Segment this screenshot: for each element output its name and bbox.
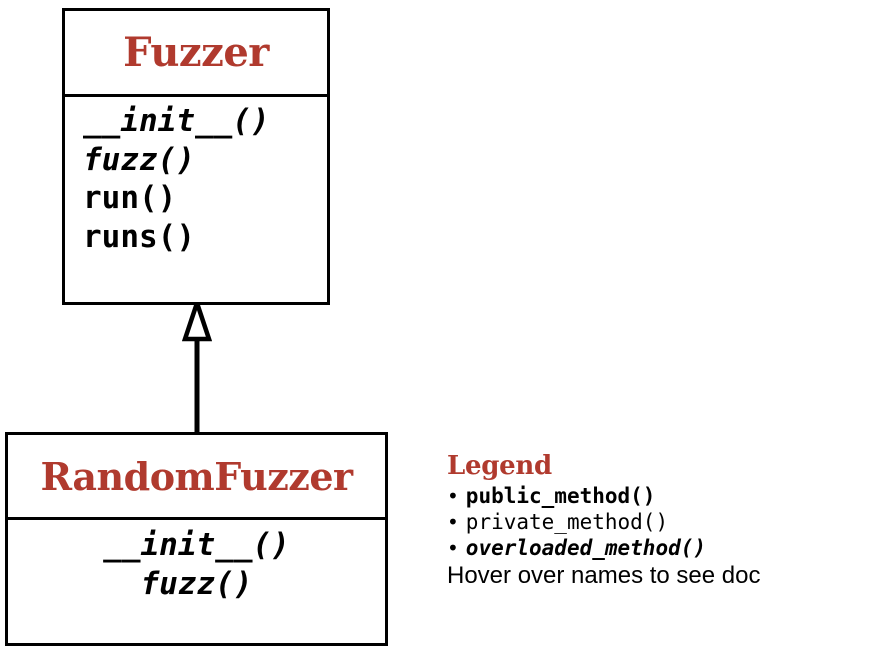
method-fuzzer-fuzz[interactable]: fuzz(): [83, 141, 195, 178]
legend-hover-hint: Hover over names to see doc: [447, 561, 761, 589]
hollow-triangle-icon: [182, 302, 212, 342]
bullet-icon: •: [447, 535, 459, 560]
class-title-row-randomfuzzer: RandomFuzzer: [8, 435, 385, 520]
legend-item-overloaded-method: • overloaded_method(): [447, 536, 867, 560]
legend-label-private-method: private_method(): [465, 509, 669, 534]
class-title-row-fuzzer: Fuzzer: [65, 11, 327, 97]
class-methods-randomfuzzer: __init__() fuzz(): [8, 520, 385, 607]
legend-item-public-method: • public_method(): [447, 484, 867, 508]
class-box-randomfuzzer[interactable]: RandomFuzzer __init__() fuzz(): [5, 432, 388, 646]
method-randomfuzzer-fuzz[interactable]: fuzz(): [140, 565, 253, 602]
legend-item-private-method: • private_method(): [447, 510, 867, 534]
bullet-icon: •: [447, 509, 459, 534]
method-fuzzer-runs[interactable]: runs(): [83, 218, 195, 255]
generalization-arrow-randomfuzzer-to-fuzzer: [182, 302, 212, 435]
method-fuzzer-init[interactable]: __init__(): [83, 103, 270, 139]
class-box-fuzzer[interactable]: Fuzzer __init__() fuzz() run() runs(): [62, 8, 330, 305]
legend: Legend • public_method() • private_metho…: [447, 452, 867, 590]
bullet-icon: •: [447, 483, 459, 508]
class-name-fuzzer[interactable]: Fuzzer: [123, 29, 269, 76]
class-name-randomfuzzer[interactable]: RandomFuzzer: [40, 453, 353, 499]
class-methods-fuzzer: __init__() fuzz() run() runs(): [65, 97, 327, 260]
legend-label-overloaded-method: overloaded_method(): [465, 535, 707, 560]
method-randomfuzzer-init[interactable]: __init__(): [103, 527, 290, 563]
method-fuzzer-run[interactable]: run(): [83, 180, 177, 217]
legend-title: Legend: [447, 451, 552, 481]
legend-label-public-method: public_method(): [465, 483, 656, 508]
